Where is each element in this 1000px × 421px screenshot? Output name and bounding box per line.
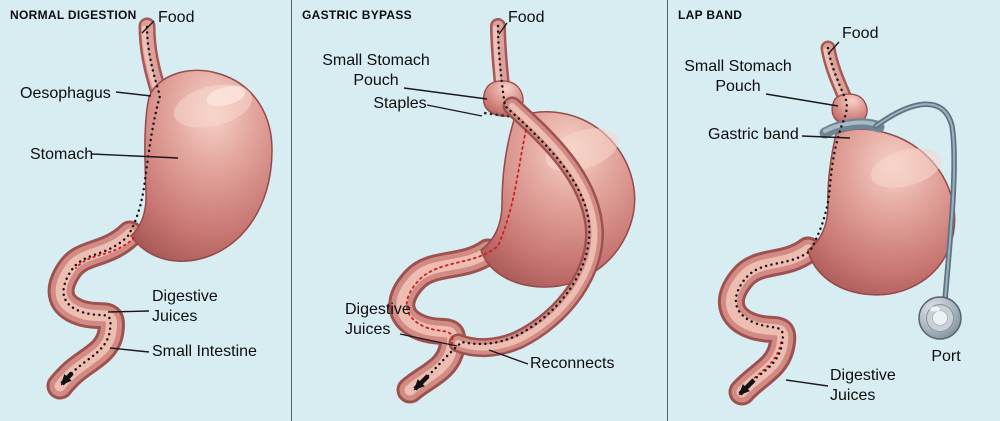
port-device bbox=[918, 296, 962, 340]
leader-food bbox=[141, 20, 155, 34]
label-food: Food bbox=[158, 9, 195, 26]
normal-digestion-illustration bbox=[46, 17, 273, 400]
juices-path-dotted bbox=[75, 237, 135, 269]
label-small-stomach-pouch: Small Stomach Pouch bbox=[684, 58, 792, 95]
gastric-bypass-illustration bbox=[388, 18, 636, 404]
label-port: Port bbox=[931, 348, 961, 365]
staples-line bbox=[483, 111, 530, 121]
leader-band bbox=[801, 135, 851, 139]
panel-divider bbox=[667, 0, 668, 421]
leader-digestive-juices bbox=[107, 310, 150, 313]
label-digestive-juices: Digestive Juices bbox=[830, 367, 896, 404]
food-arrow bbox=[413, 374, 430, 391]
leader-digestive-juices bbox=[785, 379, 829, 387]
bypass-limb-tube bbox=[448, 96, 604, 357]
label-digestive-juices: Digestive Juices bbox=[152, 288, 218, 325]
leader-lines-p3 bbox=[765, 41, 851, 387]
panel-gastric-bypass: GASTRIC BYPASS Food Small Stomach Pouch … bbox=[292, 0, 668, 421]
panel-divider bbox=[291, 0, 292, 421]
port-tube bbox=[873, 101, 957, 303]
leader-lines-p1 bbox=[91, 20, 179, 353]
oesophagus-tube bbox=[490, 18, 510, 94]
label-food: Food bbox=[842, 25, 879, 42]
label-digestive-juices: Digestive Juices bbox=[345, 301, 411, 338]
leader-reconnects bbox=[488, 349, 529, 365]
small-intestine-tube bbox=[718, 236, 822, 406]
food-arrow bbox=[60, 371, 74, 386]
label-oesophagus: Oesophagus bbox=[20, 85, 111, 102]
panel-title-lap-band: LAP BAND bbox=[678, 8, 743, 22]
stomach-shape bbox=[130, 69, 273, 262]
leader-small-intestine bbox=[109, 347, 150, 353]
leader-digestive-juices bbox=[399, 333, 458, 347]
panel-lap-band: LAP BAND Food Small Stomach Pouch Gastri… bbox=[668, 0, 1000, 421]
leader-pouch bbox=[765, 93, 839, 107]
stomach-highlight-spot bbox=[206, 86, 246, 106]
label-gastric-band: Gastric band bbox=[708, 126, 799, 143]
label-small-stomach-pouch: Small Stomach Pouch bbox=[322, 52, 430, 89]
label-staples: Staples bbox=[373, 95, 427, 112]
leader-staples bbox=[426, 104, 483, 117]
label-food: Food bbox=[508, 9, 545, 26]
small-intestine-tube bbox=[388, 238, 502, 404]
food-path-dotted bbox=[62, 25, 162, 384]
lap-band-illustration bbox=[718, 40, 962, 406]
label-reconnects: Reconnects bbox=[530, 355, 615, 372]
leader-stomach bbox=[91, 153, 179, 159]
label-small-intestine: Small Intestine bbox=[152, 343, 257, 360]
leader-food bbox=[498, 22, 508, 35]
leader-oesophagus bbox=[115, 91, 152, 97]
label-stomach: Stomach bbox=[30, 146, 94, 163]
stomach-highlight bbox=[870, 148, 942, 188]
panel-title-gastric-bypass: GASTRIC BYPASS bbox=[302, 8, 412, 22]
leader-food bbox=[828, 41, 840, 54]
food-path-dotted bbox=[414, 24, 591, 390]
juices-path-dotted bbox=[405, 129, 527, 345]
leader-pouch bbox=[403, 87, 488, 100]
panel-normal-digestion: NORMAL DIGESTION Food Oesophagus Stomach… bbox=[0, 0, 292, 421]
panel-title-normal-digestion: NORMAL DIGESTION bbox=[10, 8, 137, 22]
leader-lines-p2 bbox=[399, 22, 529, 365]
food-arrow bbox=[738, 378, 756, 396]
